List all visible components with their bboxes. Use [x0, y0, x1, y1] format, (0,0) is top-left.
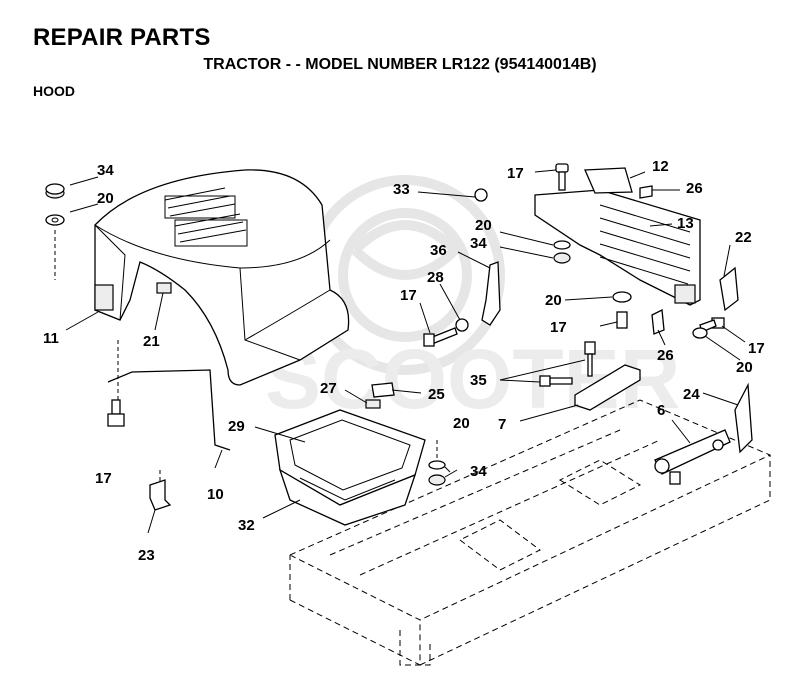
dash-panel-13 [534, 189, 701, 306]
washer-20-left [45, 214, 65, 226]
callout-32: 32 [238, 517, 255, 534]
callout-17-right: 17 [550, 319, 567, 336]
bolt-35-b [539, 375, 573, 387]
callout-33: 33 [393, 181, 410, 198]
bracket-24 [734, 382, 753, 454]
clip-21 [156, 282, 172, 294]
callout-7: 7 [498, 416, 506, 433]
bracket-36 [481, 261, 501, 326]
callout-17-top: 17 [507, 165, 524, 182]
callout-6: 6 [657, 402, 665, 419]
bolt-17-right [616, 311, 628, 329]
tractor-frame-outline [288, 399, 772, 666]
callout-20-left: 20 [97, 190, 114, 207]
callout-36: 36 [430, 242, 447, 259]
hood [94, 169, 350, 386]
hood-rod [107, 369, 231, 451]
washer-20-right [612, 291, 632, 303]
page-title: REPAIR PARTS [33, 24, 211, 51]
washer-34-left [45, 183, 65, 199]
callout-11: 11 [43, 330, 59, 347]
plate-12 [584, 167, 633, 194]
bracket-23 [149, 479, 172, 511]
bolt-17-left [107, 399, 125, 427]
washer-20-mid [428, 460, 446, 470]
callout-13: 13 [677, 215, 694, 232]
callout-34-mid: 34 [470, 463, 487, 480]
bracket-7 [574, 364, 641, 411]
nut-34-mid [428, 474, 446, 486]
callout-20-far-right: 20 [736, 359, 753, 376]
callout-27: 27 [320, 380, 337, 397]
leader-lines [65, 169, 746, 534]
callout-34-left: 34 [97, 162, 114, 179]
bracket-22 [719, 266, 739, 312]
callout-24: 24 [683, 386, 700, 403]
callout-26-top: 26 [686, 180, 703, 197]
section-label: HOOD [33, 83, 75, 99]
callout-20-mid: 20 [453, 415, 470, 432]
callout-29: 29 [228, 418, 245, 435]
bolt-17-top [555, 163, 569, 191]
callout-20-upper: 20 [475, 217, 492, 234]
bolt-17-mid [423, 327, 458, 347]
callout-labels: 34 20 11 21 17 10 23 27 25 29 32 20 34 3… [43, 158, 765, 564]
callout-22: 22 [735, 229, 752, 246]
callout-10: 10 [207, 486, 224, 503]
callout-25: 25 [428, 386, 445, 403]
callout-12: 12 [652, 158, 669, 175]
callout-17-left: 17 [95, 470, 112, 487]
clip-26-right [651, 308, 665, 335]
callout-35: 35 [470, 372, 487, 389]
clip-26-top [639, 185, 653, 199]
washer-20-far-right [692, 327, 708, 339]
callout-20-right: 20 [545, 292, 562, 309]
clip-27 [365, 399, 381, 409]
callout-17-far-right: 17 [748, 340, 765, 357]
callout-17-mid: 17 [400, 287, 417, 304]
callout-28: 28 [427, 269, 444, 286]
callout-21: 21 [143, 333, 160, 350]
pivot-shaft-6 [654, 429, 731, 485]
washer-20-upper [553, 240, 571, 250]
ball-stud-33 [474, 188, 488, 202]
tray-32 [278, 468, 417, 526]
model-subtitle: TRACTOR - - MODEL NUMBER LR122 (95414001… [203, 56, 597, 73]
nut-34-upper [553, 252, 571, 264]
callout-34-upper: 34 [470, 235, 487, 252]
plate-25 [371, 382, 395, 398]
bolt-35-a [584, 341, 596, 377]
star-washer-28 [455, 318, 469, 332]
callout-23: 23 [138, 547, 155, 564]
callout-26-right: 26 [657, 347, 674, 364]
